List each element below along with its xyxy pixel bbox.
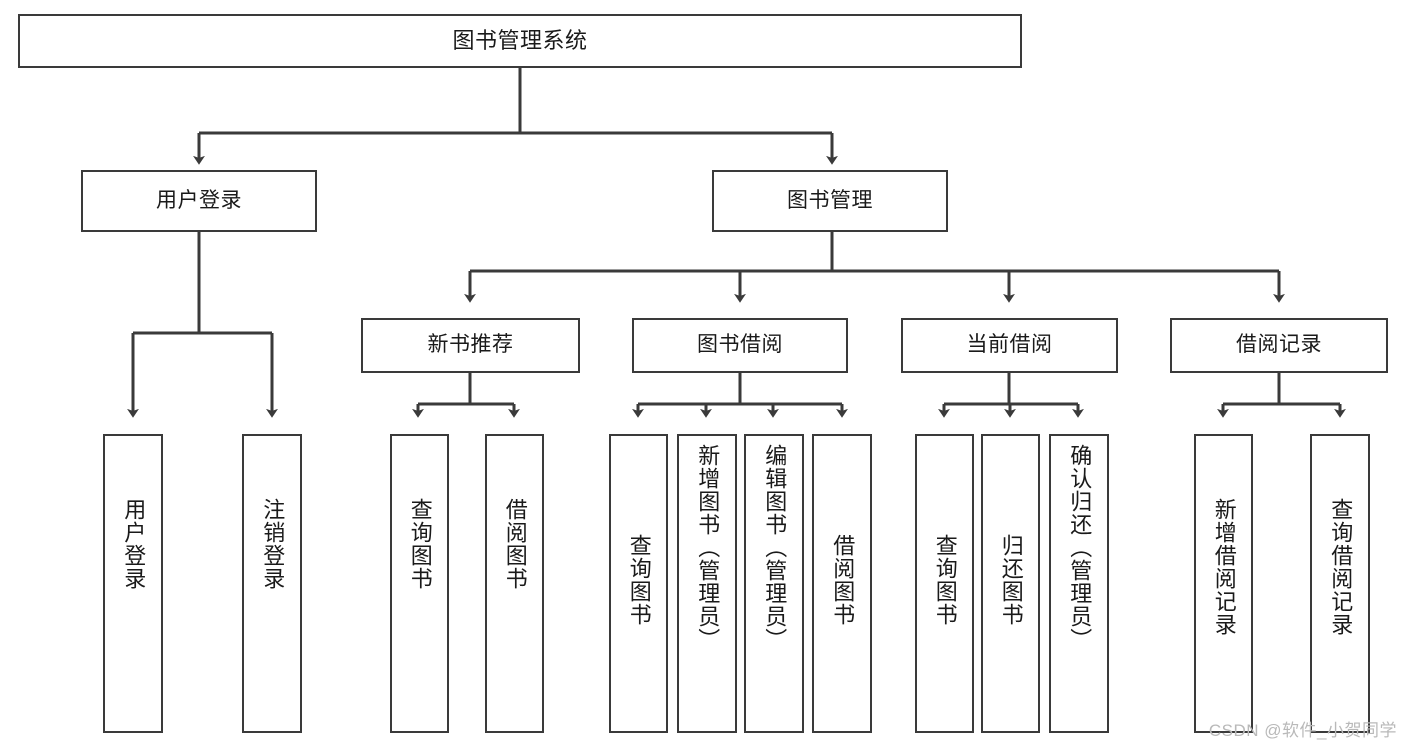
node-label: 注销登录 xyxy=(260,498,286,590)
leaf-user-login[interactable]: 用户登录 xyxy=(103,434,163,733)
node-label: 新增图书（管理员） xyxy=(695,444,721,651)
node-label: 确认归还（管理员） xyxy=(1067,444,1093,651)
node-label: 用户登录 xyxy=(156,188,242,212)
node-label: 用户登录 xyxy=(121,498,147,590)
leaf-borrow-book-recommend[interactable]: 借阅图书 xyxy=(485,434,544,733)
node-label: 查询图书 xyxy=(932,534,958,626)
csdn-watermark: CSDN @软件_小贺同学 xyxy=(1208,721,1397,740)
node-current-borrow[interactable]: 当前借阅 xyxy=(901,318,1118,373)
leaf-logout-login[interactable]: 注销登录 xyxy=(242,434,302,733)
leaf-borrow-book[interactable]: 借阅图书 xyxy=(812,434,872,733)
node-label: 图书管理系统 xyxy=(452,28,588,54)
node-label: 编辑图书（管理员） xyxy=(762,444,788,651)
node-label: 图书借阅 xyxy=(697,333,783,357)
leaf-query-book-recommend[interactable]: 查询图书 xyxy=(390,434,449,733)
node-root-book-management-system[interactable]: 图书管理系统 xyxy=(18,14,1022,68)
node-label: 借阅图书 xyxy=(830,534,856,626)
leaf-confirm-return-admin[interactable]: 确认归还（管理员） xyxy=(1049,434,1109,733)
node-label: 查询图书 xyxy=(626,534,652,626)
node-label: 当前借阅 xyxy=(966,333,1053,357)
node-book-borrow[interactable]: 图书借阅 xyxy=(632,318,848,373)
node-book-management[interactable]: 图书管理 xyxy=(712,170,948,232)
node-label: 查询借阅记录 xyxy=(1328,498,1354,636)
leaf-query-book-current[interactable]: 查询图书 xyxy=(915,434,974,733)
leaf-query-book-borrow[interactable]: 查询图书 xyxy=(609,434,668,733)
node-borrow-record[interactable]: 借阅记录 xyxy=(1170,318,1388,373)
leaf-add-book-admin[interactable]: 新增图书（管理员） xyxy=(677,434,737,733)
node-user-login[interactable]: 用户登录 xyxy=(81,170,317,232)
leaf-return-book[interactable]: 归还图书 xyxy=(981,434,1040,733)
leaf-add-borrow-record[interactable]: 新增借阅记录 xyxy=(1194,434,1253,733)
node-label: 借阅记录 xyxy=(1236,333,1322,357)
node-label: 新书推荐 xyxy=(427,333,514,357)
node-label: 归还图书 xyxy=(998,534,1024,626)
leaf-edit-book-admin[interactable]: 编辑图书（管理员） xyxy=(744,434,804,733)
node-new-book-recommend[interactable]: 新书推荐 xyxy=(361,318,580,373)
leaf-query-borrow-record[interactable]: 查询借阅记录 xyxy=(1310,434,1370,733)
node-label: 新增借阅记录 xyxy=(1211,498,1237,636)
node-label: 借阅图书 xyxy=(502,498,528,590)
node-label: 图书管理 xyxy=(787,188,873,212)
node-label: 查询图书 xyxy=(407,498,433,590)
